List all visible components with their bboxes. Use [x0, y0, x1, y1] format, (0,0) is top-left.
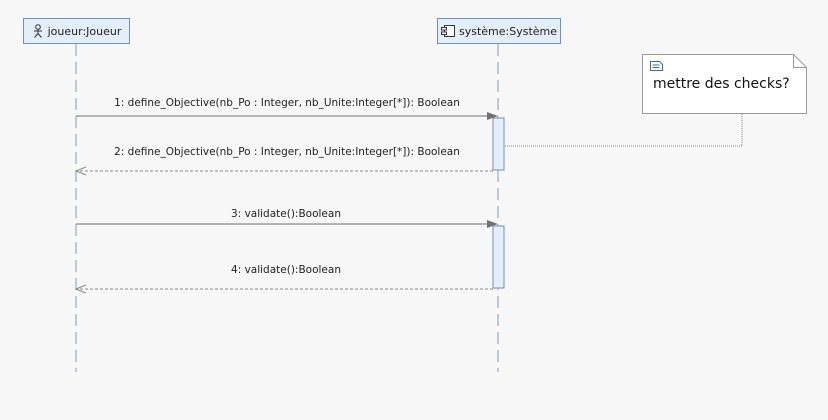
note[interactable]: mettre des checks?: [642, 54, 807, 114]
note-icon: [650, 61, 663, 71]
note-fold: [793, 54, 807, 68]
note-anchor-line: [504, 114, 743, 147]
lifeline-label-joueur: joueur:Joueur: [47, 24, 122, 38]
arrowhead-open-4: [74, 284, 87, 294]
message-label-4: 4: validate():Boolean: [231, 264, 341, 276]
lifeline-label-systeme: système:Système: [458, 24, 558, 38]
message-label-3: 3: validate():Boolean: [231, 208, 341, 220]
activation-bar-1[interactable]: [492, 117, 505, 171]
message-label-1: 1: define_Objective(nb_Po : Integer, nb_…: [114, 97, 460, 109]
lifeline-head-joueur[interactable]: joueur:Joueur: [23, 18, 130, 44]
message-label-2: 2: define_Objective(nb_Po : Integer, nb_…: [114, 146, 460, 158]
arrowhead-filled-3: [487, 220, 498, 228]
note-text: mettre des checks?: [653, 76, 790, 92]
arrowhead-open-2: [74, 166, 87, 176]
lifeline-head-systeme[interactable]: système:Système: [437, 18, 561, 44]
component-icon: [440, 25, 455, 37]
arrowhead-filled-1: [487, 112, 498, 120]
activation-bar-2[interactable]: [492, 225, 505, 289]
note-shape[interactable]: [642, 54, 807, 114]
actor-icon: [32, 24, 44, 38]
